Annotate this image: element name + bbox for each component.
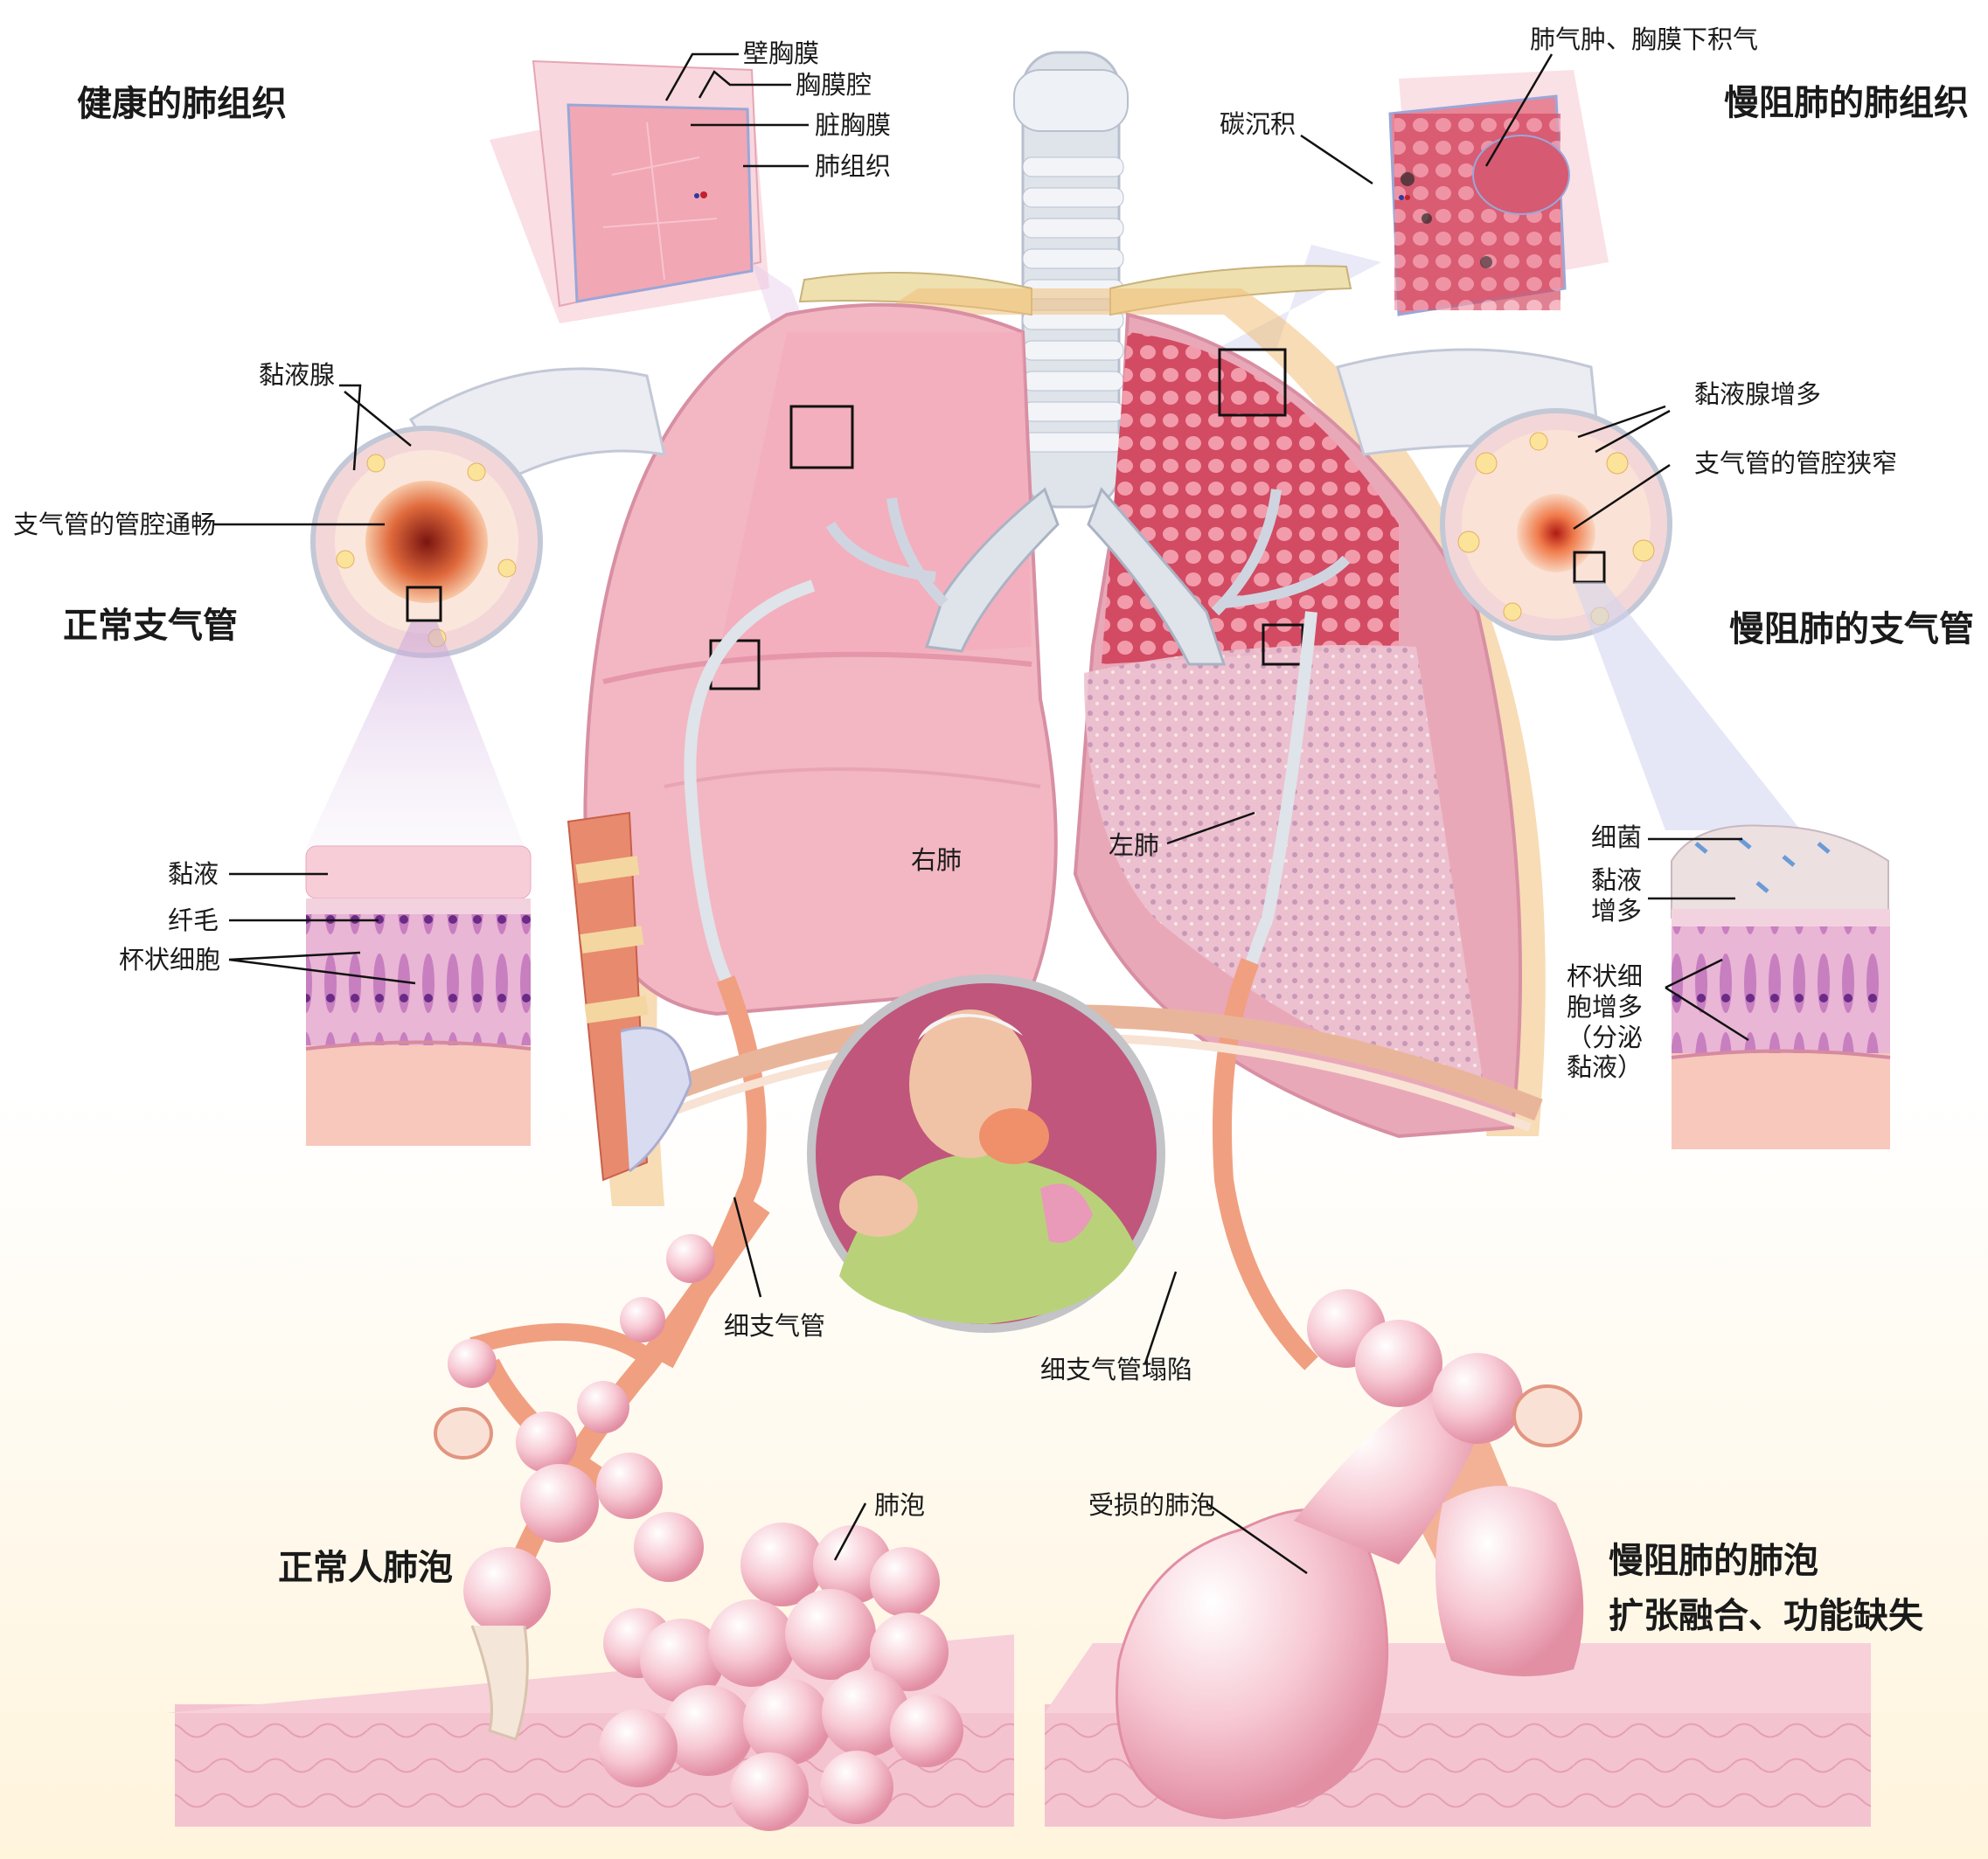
label-lumen-clear: 支气管的管腔通畅: [13, 510, 216, 540]
label-emphysema: 肺气肿、胸膜下积气: [1530, 24, 1758, 55]
label-parietal-pleura: 壁胸膜: [743, 38, 819, 69]
trachea: [1014, 52, 1128, 507]
label-bronchiole: 细支气管: [724, 1311, 825, 1342]
label-alveoli: 肺泡: [874, 1490, 925, 1521]
label-pleural-cavity: 胸膜腔: [796, 70, 872, 101]
title-normal-alveoli: 正常人肺泡: [278, 1545, 453, 1591]
label-left-lung: 左肺: [1109, 830, 1159, 861]
label-goblet-increase: 杯状细 胞增多 （分泌 黏液）: [1567, 961, 1643, 1083]
title-copd-alveoli-line2: 扩张融合、功能缺失: [1609, 1593, 1923, 1639]
title-healthy-tissue: 健康的肺组织: [77, 81, 287, 127]
healthy-tissue-block: [490, 61, 769, 323]
patient-portrait-icon: [807, 975, 1165, 1333]
label-visceral-pleura: 脏胸膜: [815, 110, 891, 141]
label-lung-tissue: 肺组织: [815, 151, 891, 182]
label-cilia: 纤毛: [168, 905, 219, 936]
copd-tissue-block: [1390, 70, 1609, 315]
label-right-lung: 右肺: [911, 845, 962, 876]
label-bronchiole-collapse: 细支气管塌陷: [1040, 1355, 1192, 1385]
label-carbon-deposit: 碳沉积: [1220, 109, 1296, 140]
normal-epithelium: [306, 846, 531, 1146]
title-normal-bronchus: 正常支气管: [63, 603, 238, 649]
copd-epithelium: [1672, 826, 1890, 1150]
label-damaged-alveoli: 受损的肺泡: [1088, 1490, 1215, 1521]
label-mucus: 黏液: [168, 859, 219, 890]
title-copd-alveoli-line1: 慢阻肺的肺泡: [1609, 1538, 1818, 1584]
label-goblet-cells: 杯状细胞: [119, 945, 220, 975]
label-lumen-narrow: 支气管的管腔狭窄: [1694, 448, 1897, 479]
title-copd-tissue: 慢阻肺的肺组织: [1724, 80, 1969, 126]
title-copd-bronchus: 慢阻肺的支气管: [1729, 607, 1974, 652]
label-mucous-gland-increase: 黏液腺增多: [1694, 379, 1821, 410]
label-mucus-increase: 黏液 增多: [1591, 865, 1642, 926]
label-bacteria: 细菌: [1591, 822, 1642, 853]
label-mucous-gland: 黏液腺: [259, 360, 335, 391]
